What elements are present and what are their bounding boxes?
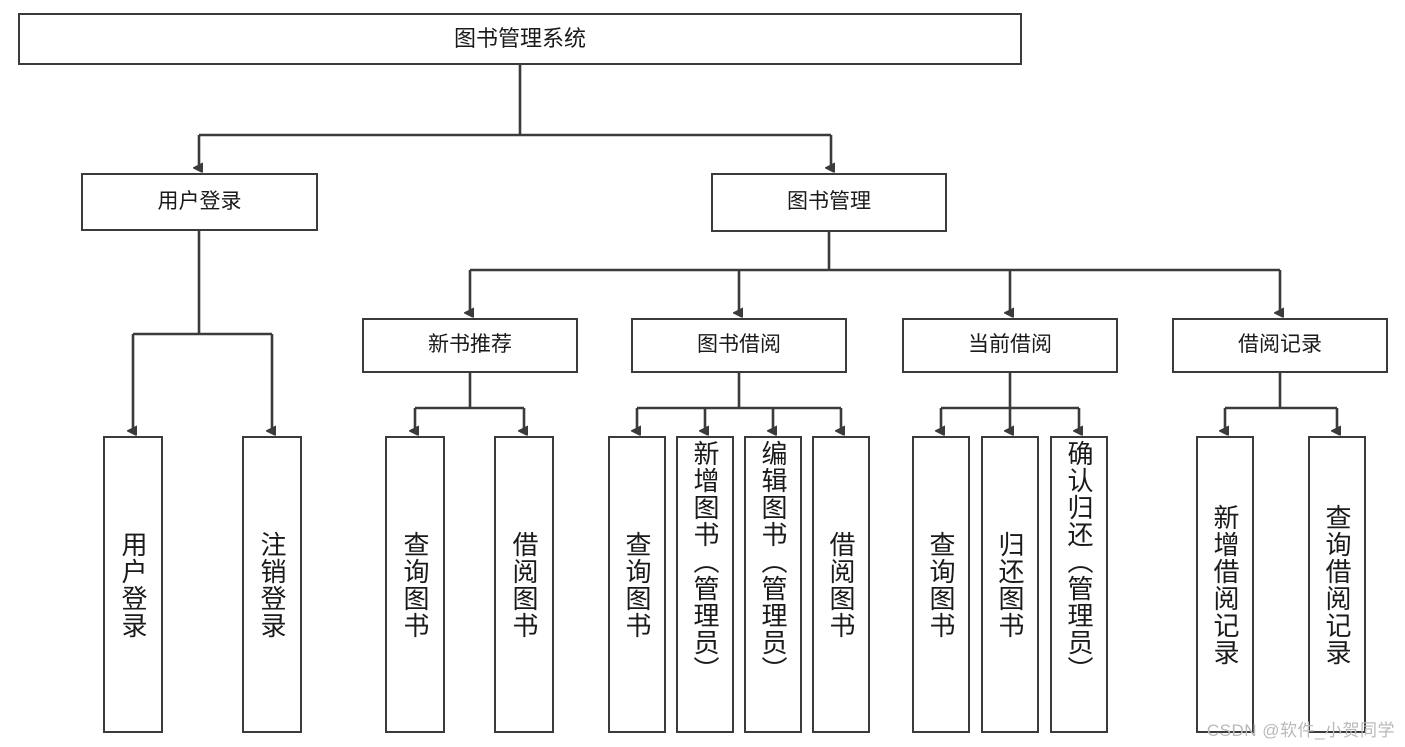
node-leaf-user-login-label: 用户登录 (118, 530, 148, 639)
watermark: CSDN @软件_小贺同学 (1206, 721, 1395, 740)
node-leaf-confirm-return-label: 确认归还（管理员） (1064, 440, 1094, 683)
node-root-label: 图书管理系统 (453, 26, 586, 52)
node-book-borrow-label: 图书借阅 (697, 333, 781, 357)
node-book-manage[interactable]: 图书管理 (711, 173, 947, 232)
node-leaf-confirm-return[interactable]: 确认归还（管理员） (1050, 436, 1108, 733)
node-leaf-query-record[interactable]: 查询借阅记录 (1308, 436, 1366, 733)
node-leaf-query-record-label: 查询借阅记录 (1322, 503, 1352, 666)
node-borrow-record[interactable]: 借阅记录 (1172, 318, 1388, 373)
node-leaf-add-record[interactable]: 新增借阅记录 (1196, 436, 1254, 733)
node-leaf-query-book-3[interactable]: 查询图书 (912, 436, 970, 733)
node-leaf-return-book-label: 归还图书 (995, 530, 1025, 639)
node-leaf-add-record-label: 新增借阅记录 (1210, 503, 1240, 666)
node-user-login[interactable]: 用户登录 (81, 173, 318, 231)
node-leaf-add-book-label: 新增图书（管理员） (690, 440, 720, 683)
node-leaf-user-login[interactable]: 用户登录 (103, 436, 163, 733)
node-user-login-label: 用户登录 (157, 189, 242, 213)
node-leaf-query-book-3-label: 查询图书 (926, 530, 956, 639)
node-leaf-logout-login-label: 注销登录 (257, 530, 287, 639)
node-borrow-record-label: 借阅记录 (1238, 333, 1322, 357)
node-new-book-recommend-label: 新书推荐 (428, 333, 512, 357)
node-leaf-edit-book-label: 编辑图书（管理员） (758, 440, 788, 683)
node-leaf-query-book-2[interactable]: 查询图书 (608, 436, 666, 733)
node-leaf-query-book-1[interactable]: 查询图书 (385, 436, 445, 733)
node-leaf-edit-book[interactable]: 编辑图书（管理员） (744, 436, 802, 733)
node-leaf-borrow-book-2[interactable]: 借阅图书 (812, 436, 870, 733)
node-current-borrow[interactable]: 当前借阅 (902, 318, 1118, 373)
node-book-borrow[interactable]: 图书借阅 (631, 318, 847, 373)
node-leaf-query-book-2-label: 查询图书 (622, 530, 652, 639)
node-leaf-borrow-book-1-label: 借阅图书 (509, 530, 539, 639)
node-leaf-borrow-book-2-label: 借阅图书 (826, 530, 856, 639)
node-book-manage-label: 图书管理 (787, 190, 871, 214)
node-leaf-logout-login[interactable]: 注销登录 (242, 436, 302, 733)
node-leaf-return-book[interactable]: 归还图书 (981, 436, 1039, 733)
node-current-borrow-label: 当前借阅 (968, 333, 1052, 357)
node-root[interactable]: 图书管理系统 (18, 13, 1022, 65)
node-new-book-recommend[interactable]: 新书推荐 (362, 318, 578, 373)
node-leaf-query-book-1-label: 查询图书 (400, 530, 430, 639)
node-leaf-borrow-book-1[interactable]: 借阅图书 (494, 436, 554, 733)
node-leaf-add-book[interactable]: 新增图书（管理员） (676, 436, 734, 733)
